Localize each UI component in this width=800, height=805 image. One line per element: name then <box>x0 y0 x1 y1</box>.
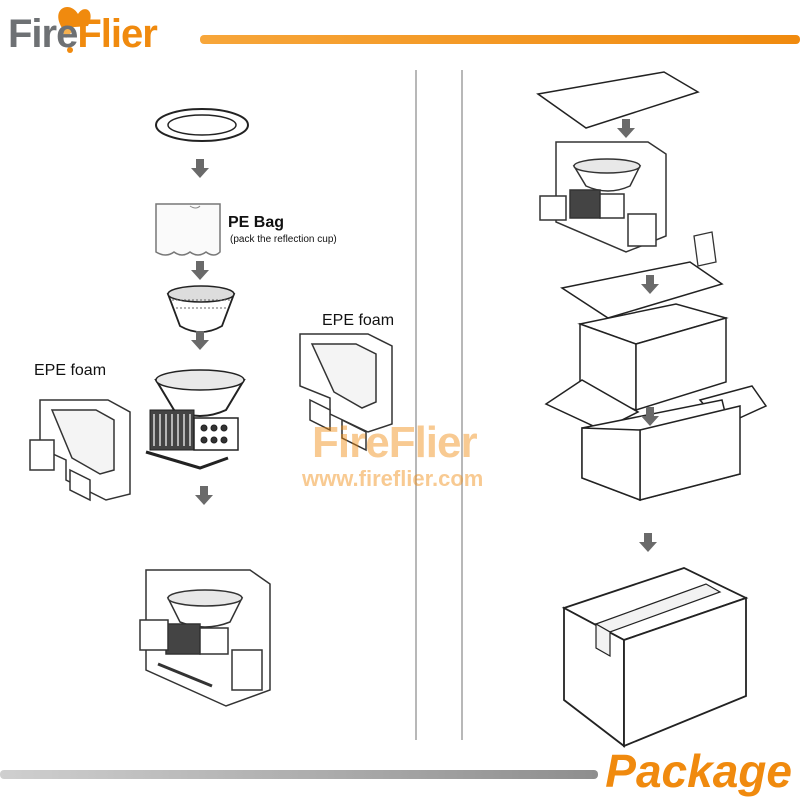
epe-foam-frame <box>29 399 131 502</box>
lamp-in-foam <box>539 141 667 253</box>
watermark-brand: FireFlier <box>312 418 478 467</box>
reflection-cup <box>166 285 236 333</box>
lamp-in-foam <box>139 569 271 707</box>
down-arrow-icon <box>191 261 209 280</box>
lamp-assembly <box>145 369 246 470</box>
epe-foam-frame <box>299 333 393 452</box>
cardboard-sheet <box>560 261 724 319</box>
down-arrow-icon <box>191 331 209 350</box>
epe-foam-label-right: EPE foam <box>322 312 395 329</box>
watermark-url: www.fireflier.com <box>302 466 484 491</box>
pe-bag-label: PE Bag <box>228 214 285 231</box>
footer-bar <box>0 770 598 779</box>
brand-logo: FireFlier <box>8 12 158 57</box>
down-arrow-icon <box>191 159 209 178</box>
brand-name: FireFlier <box>8 12 158 56</box>
down-arrow-icon <box>195 486 213 505</box>
pe-bag <box>155 203 221 256</box>
header-bar <box>200 35 800 44</box>
ring-gasket <box>155 108 249 142</box>
footer-title: Package <box>605 745 792 797</box>
flame-wing-logo-icon <box>58 6 91 53</box>
down-arrow-icon <box>639 533 657 552</box>
epe-foam-label-left: EPE foam <box>34 362 107 379</box>
carton-box <box>561 567 749 748</box>
pe-bag-note: (pack the reflection cup) <box>230 234 337 245</box>
cardboard-sheet <box>536 71 700 129</box>
carton-box <box>544 379 768 502</box>
down-arrow-icon <box>617 119 635 138</box>
